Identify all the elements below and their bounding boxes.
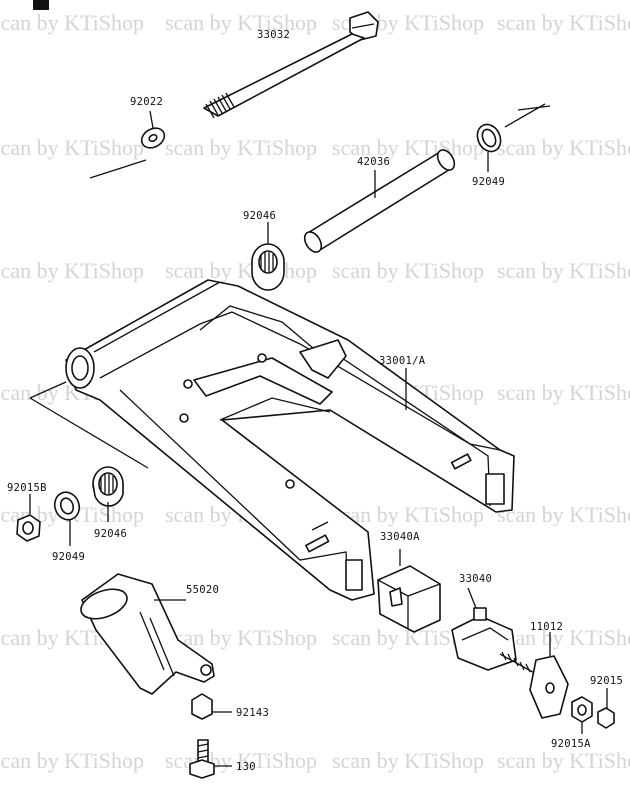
washer-92022 [89, 110, 166, 179]
seal-92049-right [476, 103, 551, 172]
label-92015: 92015 [590, 675, 623, 687]
needle-bearing-left [92, 466, 124, 522]
label-55020: 55020 [186, 584, 219, 596]
watermark-text: scan by KTiShop [0, 258, 144, 283]
watermark-text: scan by KTiShop [497, 625, 630, 650]
label-33001A: 33001/A [379, 355, 426, 367]
label-42036: 42036 [357, 156, 390, 168]
chain-adjuster-left [377, 549, 441, 633]
bolt-130 [189, 739, 232, 779]
watermark-text: scan by KTiShop [332, 258, 484, 283]
label-92022: 92022 [130, 96, 163, 108]
part-labels: 33032 92022 42036 92049 92046 33001/A 92… [7, 29, 623, 773]
label-92015B: 92015B [7, 482, 47, 494]
pivot-bolt [203, 11, 379, 119]
scan-corner-mark [33, 0, 49, 10]
watermark-text: scan by KTiShop [165, 258, 317, 283]
label-92049-left: 92049 [52, 551, 85, 563]
watermark-text: scan by KTiShop [0, 135, 144, 160]
watermark-text: scan by KTiShop [497, 135, 630, 160]
seal-92049-left [53, 491, 81, 546]
label-92049-right: 92049 [472, 176, 505, 188]
watermark-text: scan by KTiShop [0, 748, 144, 773]
swingarm-body [29, 279, 515, 601]
watermark-text: scan by KTiShop [165, 135, 317, 160]
watermark-text: scan by KTiShop [497, 380, 630, 405]
label-92046-top: 92046 [243, 210, 276, 222]
label-92015A: 92015A [551, 738, 591, 750]
chain-adjuster-right [451, 587, 541, 677]
watermark-text: scan by KTiShop [0, 10, 144, 35]
label-33040: 33040 [459, 573, 492, 585]
nut-92015A [571, 696, 593, 734]
watermark-text: scan by KTiShop [497, 258, 630, 283]
adjuster-block [529, 632, 569, 719]
label-130: 130 [236, 761, 256, 773]
nut-92143 [191, 693, 232, 720]
watermark-text: scan by KTiShop [165, 10, 317, 35]
label-92046-left: 92046 [94, 528, 127, 540]
watermark-text: scan by KTiShop [497, 10, 630, 35]
pivot-sleeve [303, 149, 456, 253]
watermark-text: scan by KTiShop [332, 135, 484, 160]
watermark-text: scan by KTiShop [165, 625, 317, 650]
chain-guide [80, 573, 215, 695]
label-11012: 11012 [530, 621, 563, 633]
needle-bearing-top [251, 222, 285, 291]
label-92143: 92143 [236, 707, 269, 719]
watermark-text: scan by KTiShop [497, 502, 630, 527]
watermark-text: scan by KTiShop [497, 748, 630, 773]
watermark-text: scan by KTiShop [332, 748, 484, 773]
nut-92015 [597, 688, 615, 729]
nut-92015B [16, 494, 41, 542]
label-33032: 33032 [257, 29, 290, 41]
label-33040A: 33040A [380, 531, 420, 543]
